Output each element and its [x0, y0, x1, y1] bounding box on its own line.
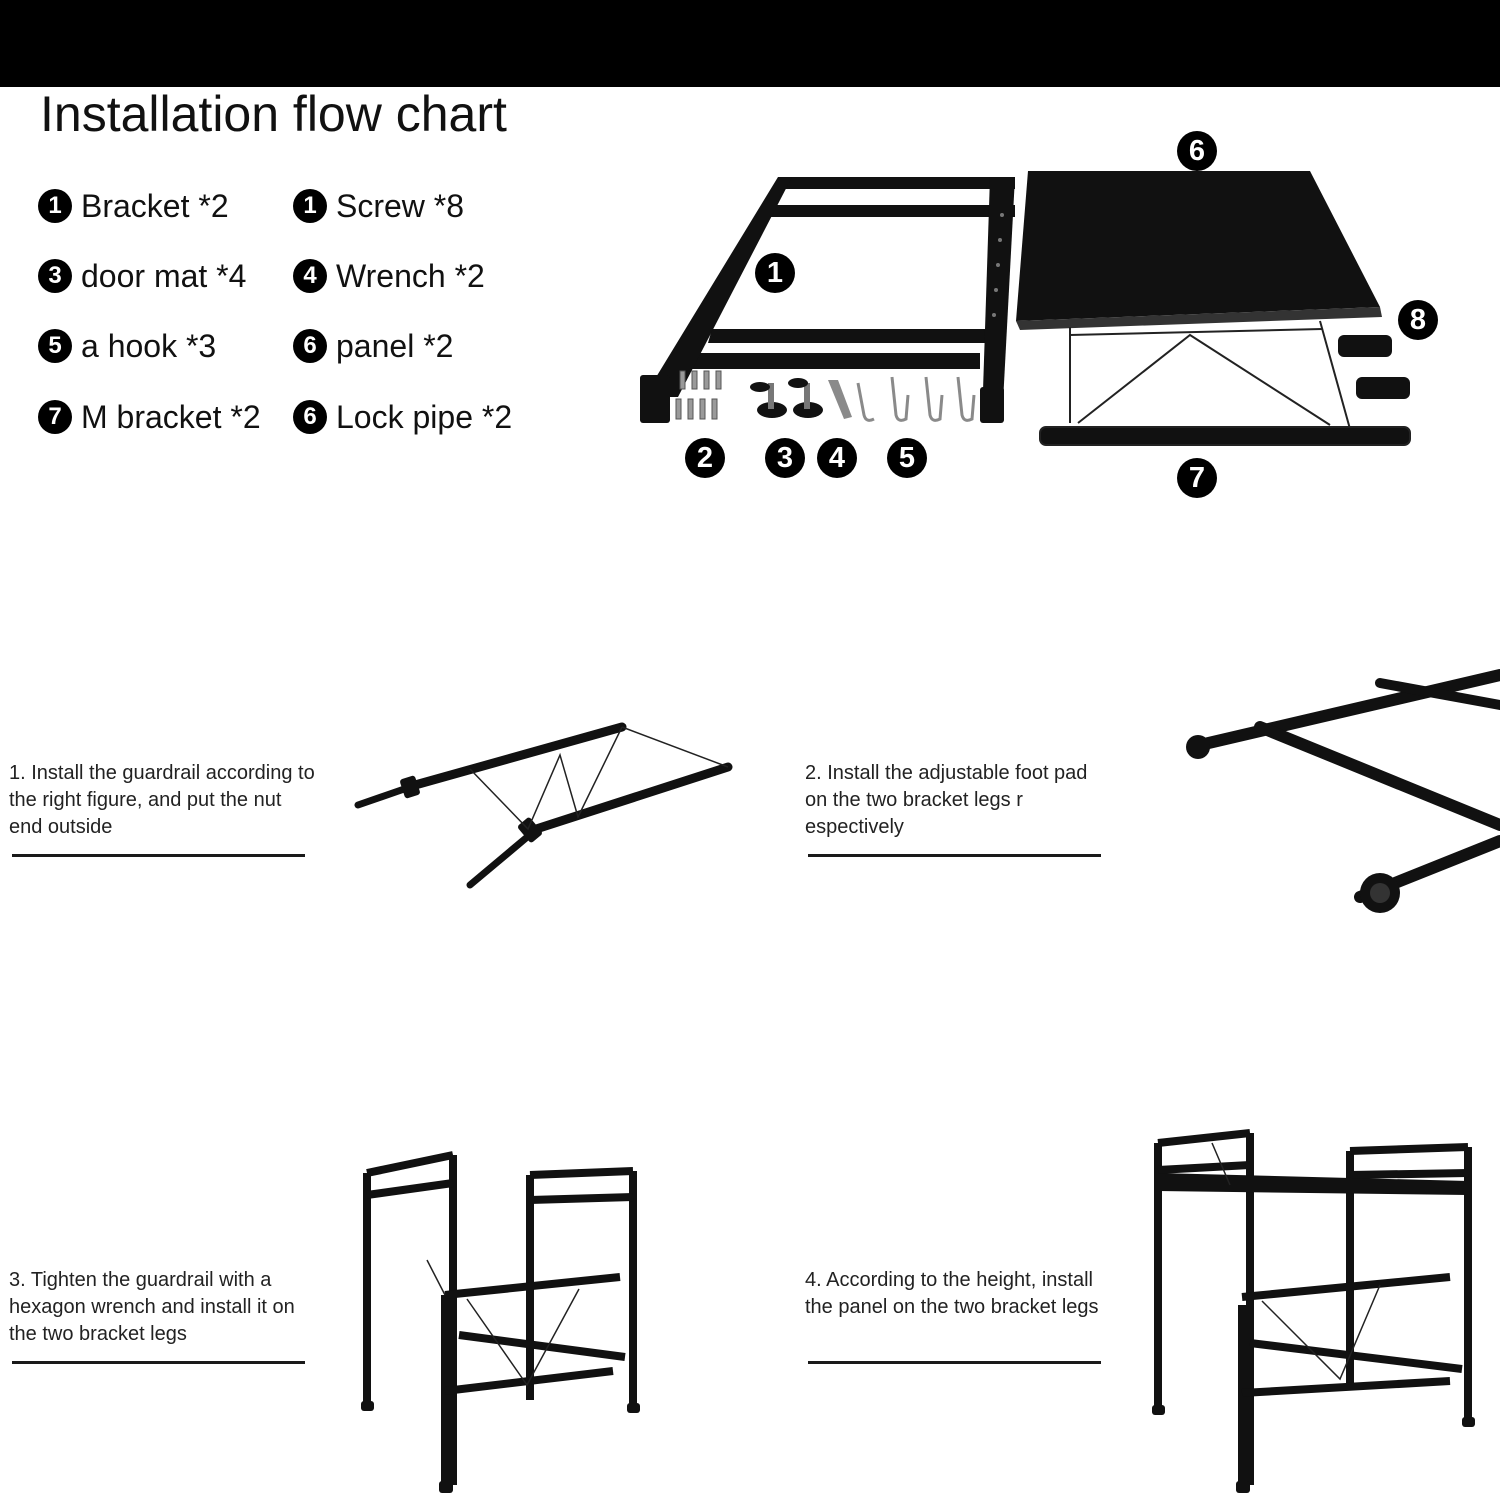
lock-pipes-illustration — [1338, 335, 1410, 399]
callout-badge: 6 — [1177, 131, 1217, 171]
part-label: Wrench *2 — [336, 258, 485, 294]
part-item: 1 Screw *8 — [293, 186, 464, 226]
parts-illustration — [640, 171, 1411, 446]
callout-badge: 5 — [887, 438, 927, 478]
number-badge: 1 — [38, 189, 72, 223]
number-badge: 6 — [293, 329, 327, 363]
step-3-divider — [12, 1361, 305, 1364]
top-black-bar — [0, 0, 1500, 87]
part-item: 1 Bracket *2 — [38, 186, 229, 226]
step-3-frame-figure — [361, 1151, 640, 1493]
hooks-illustration — [856, 376, 976, 422]
step-2-divider — [808, 854, 1101, 857]
step-3-text: 3. Tighten the guardrail with a hexagon … — [9, 1269, 295, 1345]
step-2-text: 2. Install the adjustable foot pad on th… — [805, 762, 1088, 838]
number-badge: 3 — [38, 259, 72, 293]
part-item: 6 Lock pipe *2 — [293, 397, 512, 437]
part-item: 4 Wrench *2 — [293, 256, 485, 296]
part-label: Screw *8 — [336, 188, 465, 224]
step-1-text: 1. Install the guardrail according to th… — [9, 762, 315, 838]
part-label: Bracket *2 — [81, 188, 229, 224]
step-4-text: 4. According to the height, install the … — [805, 1269, 1099, 1318]
part-label: a hook *3 — [81, 328, 217, 364]
screws-illustration — [675, 370, 722, 420]
bracket-frame-illustration — [640, 177, 1015, 423]
part-label: M bracket *2 — [81, 399, 261, 435]
step-2-foot-pad-figure — [1186, 669, 1500, 913]
callout-badge: 7 — [1177, 458, 1217, 498]
callout-badge: 4 — [817, 438, 857, 478]
step-4-assembled-shelf-figure — [1152, 1129, 1475, 1493]
number-badge: 7 — [38, 400, 72, 434]
m-bracket-illustration — [1039, 320, 1411, 446]
part-item: 5 a hook *3 — [38, 326, 216, 366]
part-item: 6 panel *2 — [293, 326, 453, 366]
number-badge: 5 — [38, 329, 72, 363]
callout-badge: 2 — [685, 438, 725, 478]
door-mats-illustration — [750, 378, 823, 418]
parts-list: 1 Bracket *2 1 Screw *8 3 door mat *4 4 … — [38, 186, 558, 436]
callout-badge: 1 — [755, 253, 795, 293]
page-title: Installation flow chart — [40, 86, 507, 142]
part-item: 3 door mat *4 — [38, 256, 246, 296]
part-label: Lock pipe *2 — [336, 399, 513, 435]
callout-badge: 8 — [1398, 300, 1438, 340]
number-badge: 4 — [293, 259, 327, 293]
step-4-divider — [808, 1361, 1101, 1364]
part-item: 7 M bracket *2 — [38, 397, 261, 437]
wrench-illustration — [828, 380, 852, 419]
part-label: panel *2 — [336, 328, 454, 364]
callout-badge: 3 — [765, 438, 805, 478]
part-label: door mat *4 — [81, 258, 247, 294]
parts-photo: 1 2 3 4 5 6 7 8 — [630, 125, 1450, 505]
step-1-guardrail-figure — [354, 722, 733, 889]
number-badge: 1 — [293, 189, 327, 223]
panel-illustration — [1016, 171, 1382, 330]
step-1-divider — [12, 854, 305, 857]
number-badge: 6 — [293, 400, 327, 434]
